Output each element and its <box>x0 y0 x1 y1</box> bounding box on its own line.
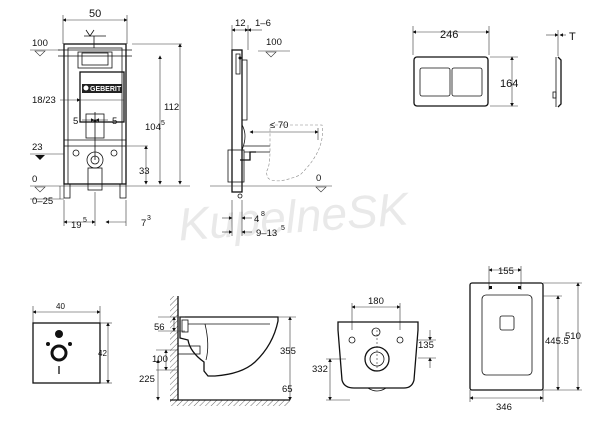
side-dim-12: 12 <box>235 18 246 29</box>
side-dim-4: 4 <box>254 214 259 225</box>
frame-dim-19: 19 <box>71 220 82 231</box>
bowl-top-dim-346: 346 <box>496 402 512 413</box>
frame-dim-5-left: 5 <box>73 116 78 127</box>
bowl-side-view: 56 100 225 355 65 <box>139 296 296 406</box>
plate-dim-164: 164 <box>500 78 518 90</box>
frame-level-0: 0 <box>32 174 37 185</box>
bowl-side-dim-56: 56 <box>154 322 165 333</box>
frame-level-23: 23 <box>32 142 43 153</box>
frame-dim-7-sup: 3 <box>147 215 151 222</box>
frame-level-100: 100 <box>32 38 48 49</box>
frame-dim-33: 33 <box>139 166 150 177</box>
bowl-back-dim-180: 180 <box>368 296 384 307</box>
flush-plate-view: 246 164 T <box>412 26 576 108</box>
frame-dim-7: 7 <box>141 218 146 229</box>
frame-dim-18-23: 18/23 <box>32 95 56 106</box>
cover-plate-view: 40 42 <box>32 302 112 384</box>
bowl-top-dim-445: 445.5 <box>545 336 569 347</box>
bowl-back-dim-332: 332 <box>312 364 328 375</box>
frame-level-0-25: 0–25 <box>32 196 53 207</box>
side-level-0: 0 <box>316 173 321 184</box>
bowl-side-dim-65: 65 <box>282 384 293 395</box>
cover-dim-40: 40 <box>56 302 65 311</box>
side-dim-9-13-sup: 5 <box>281 225 285 232</box>
side-level-100: 100 <box>266 37 282 48</box>
bowl-back-view: 180 135 332 <box>312 296 436 401</box>
side-dim-max-70: ≤ 70 <box>270 120 288 131</box>
watermark-text: KupelneSK <box>177 182 413 250</box>
bowl-side-dim-225: 225 <box>139 374 155 385</box>
brand-text: GEBERIT <box>90 86 122 93</box>
plate-dim-246: 246 <box>440 29 458 41</box>
side-dim-9-13: 9–13 <box>256 228 277 239</box>
bowl-back-dim-135: 135 <box>418 340 434 351</box>
bowl-side-dim-355: 355 <box>280 346 296 357</box>
bowl-side-dim-100: 100 <box>152 354 168 365</box>
frame-dim-5-right: 5 <box>112 116 117 127</box>
frame-width-dim: 50 <box>89 8 101 20</box>
frame-side-view: 12 1–6 100 ≤ 70 0 4 8 <box>210 18 332 239</box>
side-dim-4-sup: 8 <box>261 211 265 218</box>
frame-front-view: 50 100 GEBERIT 18/23 5 5 <box>30 8 190 231</box>
bowl-top-view: 155 510 445.5 346 <box>469 266 582 413</box>
frame-dim-112: 112 <box>164 102 179 113</box>
frame-dim-19-sup: 5 <box>83 217 87 224</box>
bowl-top-dim-510: 510 <box>565 331 581 342</box>
geberit-label-bar <box>82 84 122 93</box>
frame-dim-104-sup: 5 <box>161 120 165 127</box>
cover-dim-42: 42 <box>98 349 107 358</box>
frame-dim-104: 104 <box>145 122 161 133</box>
plate-dim-t: T <box>569 31 576 43</box>
side-dim-1-6: 1–6 <box>255 18 271 29</box>
bowl-top-dim-155: 155 <box>498 266 514 277</box>
